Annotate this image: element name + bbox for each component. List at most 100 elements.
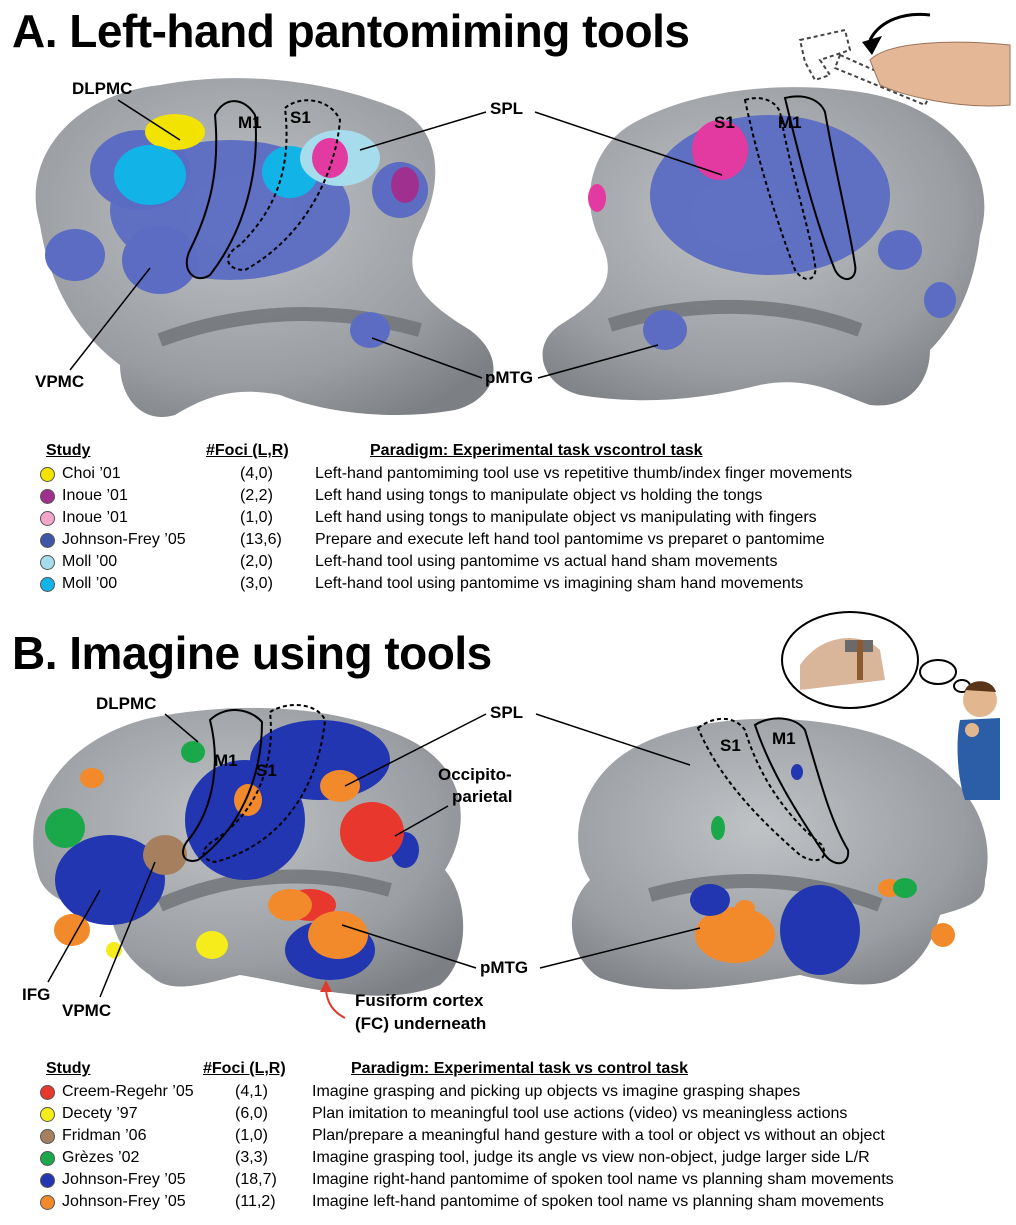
legend-row: Creem-Regehr ’05(4,1)Imagine grasping an… bbox=[40, 1082, 1000, 1104]
label-vpmc: VPMC bbox=[62, 1001, 111, 1020]
legend-paradigm: Left hand using tongs to manipulate obje… bbox=[315, 509, 817, 526]
blob-blue bbox=[45, 229, 105, 281]
legend-foci: (3,0) bbox=[240, 575, 273, 592]
legend-study: Johnson-Frey ’05 bbox=[62, 1171, 186, 1188]
m1-outline bbox=[783, 95, 857, 280]
blob-green bbox=[893, 878, 917, 898]
legend-header-foci: #Foci (L,R) bbox=[203, 1060, 286, 1077]
blob-orange bbox=[695, 907, 775, 963]
legend-foci: (1,0) bbox=[235, 1127, 268, 1144]
legend-paradigm: Left hand using tongs to manipulate obje… bbox=[315, 487, 763, 504]
legend-row: Inoue ’01(1,0)Left hand using tongs to m… bbox=[40, 508, 1000, 530]
panel-b-right-brain bbox=[571, 717, 988, 990]
blob-darkblue bbox=[780, 885, 860, 975]
blob-orange bbox=[268, 889, 312, 921]
blob-orange bbox=[320, 770, 360, 802]
legend-foci: (4,0) bbox=[240, 465, 273, 482]
label-parietal: parietal bbox=[452, 787, 512, 806]
label-s1-right: S1 bbox=[714, 113, 735, 132]
legend-row: Johnson-Frey ’05(13,6)Prepare and execut… bbox=[40, 530, 1000, 552]
thinking-person-illustration bbox=[781, 611, 1000, 800]
blob-orange bbox=[308, 911, 368, 959]
blob-tan bbox=[143, 835, 187, 875]
blob-red bbox=[340, 802, 404, 862]
blob-orange bbox=[54, 914, 90, 946]
brain-surface bbox=[571, 718, 988, 990]
blob-orange bbox=[931, 923, 955, 947]
legend-foci: (1,0) bbox=[240, 509, 273, 526]
legend-color-swatch bbox=[40, 555, 55, 570]
legend-row: Johnson-Frey ’05(11,2)Imagine left-hand … bbox=[40, 1192, 1000, 1214]
label-fusiform-line2: (FC) underneath bbox=[355, 1014, 486, 1033]
legend-color-swatch bbox=[40, 467, 55, 482]
label-dlpmc: DLPMC bbox=[96, 694, 156, 713]
blob-magenta bbox=[588, 184, 606, 212]
legend-row: Johnson-Frey ’05 (18,7) Imagine right-hand… bbox=[40, 1170, 1000, 1192]
legend-paradigm: Left-hand pantomiming tool use vs repeti… bbox=[315, 465, 853, 482]
s1-outline bbox=[743, 97, 817, 280]
legend-paradigm: Imagine left-hand pantomime of spoken to… bbox=[312, 1193, 884, 1210]
arrow-head-icon bbox=[320, 980, 332, 992]
label-s1-right: S1 bbox=[720, 736, 741, 755]
label-spl: SPL bbox=[490, 703, 523, 722]
legend-header-study: Study bbox=[46, 1060, 91, 1077]
sylvian-fissure bbox=[157, 869, 392, 912]
legend-paradigm: Imagine right-hand pantomime of spoken t… bbox=[312, 1171, 894, 1188]
label-m1: M1 bbox=[238, 113, 262, 132]
panel-b-legend: Study #Foci (L,R) Paradigm: Experimental… bbox=[40, 1060, 1010, 1220]
blob-yellow bbox=[196, 931, 228, 959]
legend-header-foci: #Foci (L,R) bbox=[206, 442, 289, 459]
legend-foci: (6,0) bbox=[235, 1105, 268, 1122]
panel-a-left-brain bbox=[35, 78, 494, 417]
label-m1-right: M1 bbox=[778, 113, 802, 132]
legend-color-swatch bbox=[40, 1195, 55, 1210]
blob-green bbox=[181, 741, 205, 763]
blob-darkblue bbox=[791, 764, 803, 780]
legend-study: Johnson-Frey ’05 bbox=[62, 531, 186, 548]
legend-paradigm: Left-hand tool using pantomime vs imagin… bbox=[315, 575, 804, 592]
blob-green bbox=[711, 816, 725, 840]
sylvian-fissure bbox=[607, 299, 863, 337]
legend-row: Grèzes ’02(3,3)Imagine grasping tool, ju… bbox=[40, 1148, 1000, 1170]
legend-foci: (2,2) bbox=[240, 487, 273, 504]
label-occipito: Occipito- bbox=[438, 765, 512, 784]
legend-paradigm: Plan imitation to meaningful tool use ac… bbox=[312, 1105, 848, 1122]
legend-row: Inoue ’01(2,2)Left hand using tongs to m… bbox=[40, 486, 1000, 508]
label-spl: SPL bbox=[490, 99, 523, 118]
legend-paradigm: Imagine grasping and picking up objects … bbox=[312, 1083, 801, 1100]
blob-blue bbox=[350, 312, 390, 348]
legend-foci: (18,7) bbox=[235, 1171, 277, 1188]
legend-paradigm: Imagine grasping tool, judge its angle v… bbox=[312, 1149, 870, 1166]
m1-outline bbox=[753, 717, 850, 865]
label-vpmc: VPMC bbox=[35, 372, 84, 391]
legend-foci: (13,6) bbox=[240, 531, 282, 548]
label-m1: M1 bbox=[214, 751, 238, 770]
blob-magenta bbox=[692, 120, 748, 180]
m1-outline bbox=[185, 100, 257, 280]
m1-outline bbox=[182, 709, 264, 862]
legend-paradigm: Plan/prepare a meaningful hand gesture w… bbox=[312, 1127, 885, 1144]
blob-green bbox=[45, 808, 85, 848]
legend-color-swatch bbox=[40, 533, 55, 548]
blob-blue bbox=[643, 310, 687, 350]
panel-a-annotations: DLPMC M1 S1 SPL VPMC pMTG S1 M1 bbox=[35, 79, 802, 391]
s1-outline bbox=[202, 704, 327, 864]
blob-blue bbox=[122, 226, 198, 294]
blob-blue bbox=[924, 282, 956, 318]
blob-cyan bbox=[114, 145, 186, 205]
legend-study: Choi ’01 bbox=[62, 465, 121, 482]
panel-b-title: B. Imagine using tools bbox=[12, 627, 492, 679]
blob-blue bbox=[878, 230, 922, 270]
label-s1: S1 bbox=[290, 108, 311, 127]
legend-color-swatch bbox=[40, 511, 55, 526]
s1-outline bbox=[696, 717, 826, 862]
panel-a-title: A. Left-hand pantomiming tools bbox=[12, 5, 690, 57]
s1-outline bbox=[227, 99, 342, 272]
blob-darkblue bbox=[55, 835, 165, 925]
blob-purple bbox=[391, 167, 419, 203]
legend-foci: (3,3) bbox=[235, 1149, 268, 1166]
label-fusiform-line1: Fusiform cortex bbox=[355, 991, 484, 1010]
blob-orange bbox=[80, 768, 104, 788]
panel-b-left-brain bbox=[33, 704, 464, 996]
legend-paradigm: Left-hand tool using pantomime vs actual… bbox=[315, 553, 778, 570]
